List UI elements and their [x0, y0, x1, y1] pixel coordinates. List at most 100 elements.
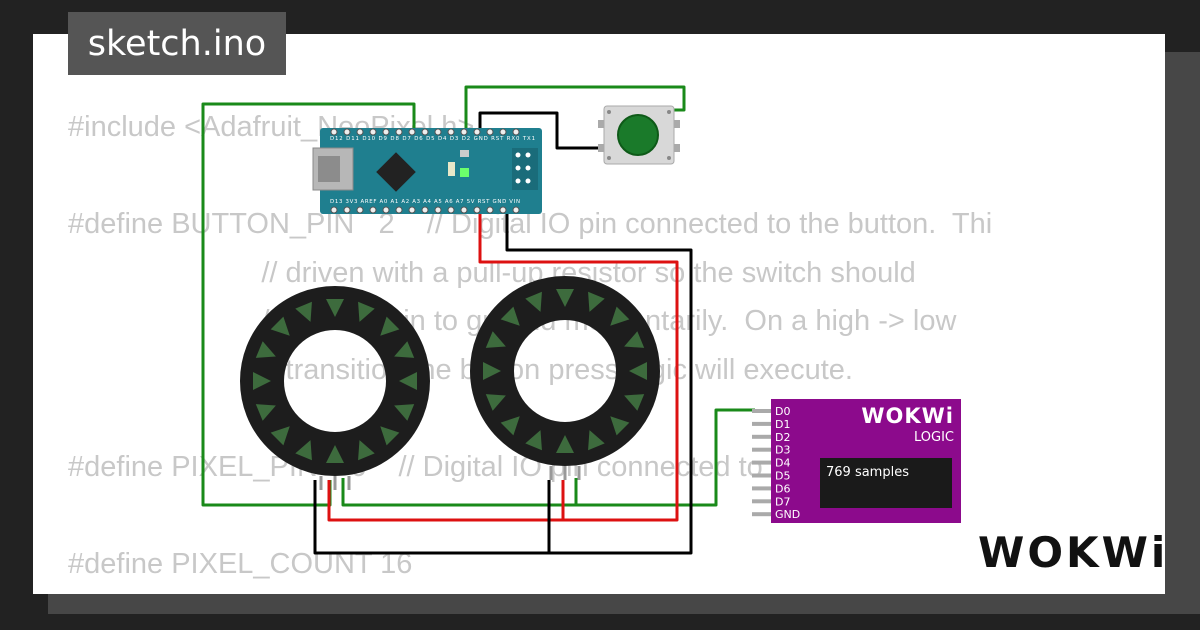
wire-green-button	[464, 85, 686, 132]
analyzer-pin	[752, 409, 771, 413]
neopixel-led	[525, 291, 542, 312]
neopixel-led	[253, 372, 271, 390]
header-pin	[460, 128, 468, 136]
code-line: // driven with a pull-up resistor so the…	[68, 256, 916, 289]
analyzer-pin	[752, 447, 771, 452]
neopixel-led	[556, 289, 574, 307]
neopixel-led	[394, 341, 415, 358]
button-cap	[617, 114, 659, 156]
neopixel-led	[525, 430, 542, 451]
analyzer-pin	[752, 512, 771, 517]
analyzer-pin	[752, 499, 771, 504]
logic-analyzer-samples: 769 samples	[826, 465, 909, 480]
wire-green-ring1-to-ring2	[341, 478, 578, 507]
ring-pin	[333, 476, 337, 490]
header-pin	[369, 206, 377, 214]
neopixel-led	[624, 394, 645, 411]
wire-black-gnd	[505, 214, 693, 555]
neopixel-led	[399, 372, 417, 390]
ring-pin	[319, 476, 323, 490]
header-pin	[408, 206, 416, 214]
pushbutton[interactable]	[598, 105, 680, 165]
header-pin	[343, 128, 351, 136]
logic-analyzer[interactable]: WOKWi LOGIC 769 samples D0D1D2D3D4D5D6D7…	[752, 399, 961, 523]
analyzer-pin-label: D6	[775, 482, 790, 495]
header-pin	[447, 206, 455, 214]
wire-red-5v	[478, 214, 679, 522]
header-pin	[382, 128, 390, 136]
header-pin	[343, 206, 351, 214]
analyzer-pin	[752, 460, 771, 465]
header-pin	[330, 206, 338, 214]
icsp-header	[515, 152, 531, 184]
arduino-top-pin-labels: D12 D11 D10 D9 D8 D7 D6 D5 D4 D3 D2 GND …	[330, 136, 535, 142]
header-pin	[434, 206, 442, 214]
analyzer-pin	[752, 473, 771, 478]
header-pin	[499, 128, 507, 136]
neopixel-led	[629, 362, 647, 380]
code-line: #define PIXEL_COUNT 16	[68, 547, 413, 580]
header-pin	[486, 128, 494, 136]
ring-pin	[347, 476, 351, 490]
analyzer-pin-label: D7	[775, 495, 790, 508]
analyzer-pin-label: D4	[775, 457, 790, 470]
neopixel-led	[358, 301, 375, 322]
neopixel-led	[624, 331, 645, 348]
header-pin	[512, 206, 520, 214]
neopixel-led	[295, 440, 312, 461]
analyzer-pin-label: GND	[775, 508, 800, 521]
header-pin	[434, 128, 442, 136]
ring-pin	[563, 466, 567, 480]
ring-pin	[577, 466, 581, 480]
wire-red-ring1	[327, 480, 563, 522]
neopixel-led	[556, 435, 574, 453]
analyzer-pin-label: D0	[775, 405, 790, 418]
header-pin	[486, 206, 494, 214]
code-background: #include <Adafruit_NeoPixel.h>#define BU…	[68, 103, 992, 588]
arduino-bottom-pin-labels: D13 3V3 AREF A0 A1 A2 A3 A4 A5 A6 A7 5V …	[330, 199, 520, 205]
neopixel-ring-2	[470, 276, 660, 480]
header-pins-top	[330, 128, 520, 136]
header-pin	[421, 206, 429, 214]
header-pin	[512, 128, 520, 136]
analyzer-pin	[752, 421, 771, 426]
header-pin	[499, 206, 507, 214]
header-pin	[330, 128, 338, 136]
header-pin	[356, 206, 364, 214]
header-pin	[369, 128, 377, 136]
neopixel-led	[326, 299, 344, 317]
neopixel-led	[588, 430, 605, 451]
neopixel-led	[358, 440, 375, 461]
analyzer-pin	[752, 486, 771, 491]
wire-black-gnd-button	[478, 111, 611, 150]
header-pin	[408, 128, 416, 136]
neopixel-led	[255, 404, 276, 421]
wokwi-logo: WOKWi	[978, 528, 1169, 577]
ring-pin	[549, 466, 553, 480]
logic-analyzer-subtitle: LOGIC	[914, 430, 954, 445]
neopixel-led	[295, 301, 312, 322]
code-line: #define BUTTON_PIN 2 // Digital IO pin c…	[68, 208, 993, 240]
header-pin	[447, 128, 455, 136]
neopixel-led	[394, 404, 415, 421]
neopixel-led	[588, 291, 605, 312]
analyzer-pin	[752, 434, 771, 439]
header-pin	[395, 206, 403, 214]
logic-analyzer-display	[820, 458, 952, 508]
neopixel-led	[326, 445, 344, 463]
analyzer-pin-label: D3	[775, 444, 790, 457]
neopixel-led	[485, 331, 506, 348]
sketch-title[interactable]: sketch.ino	[68, 12, 286, 75]
header-pin	[473, 206, 481, 214]
neopixel-ring-1	[240, 286, 430, 490]
header-pin	[460, 206, 468, 214]
header-pin	[356, 128, 364, 136]
header-pin	[421, 128, 429, 136]
analyzer-pin-label: D5	[775, 470, 790, 483]
analyzer-pin-label: D1	[775, 418, 790, 431]
neopixel-led	[485, 394, 506, 411]
wire-black-ring1	[313, 480, 549, 555]
logic-analyzer-brand: WOKWi	[861, 404, 954, 428]
arduino-nano-board: D12 D11 D10 D9 D8 D7 D6 D5 D4 D3 D2 GND …	[312, 128, 542, 214]
